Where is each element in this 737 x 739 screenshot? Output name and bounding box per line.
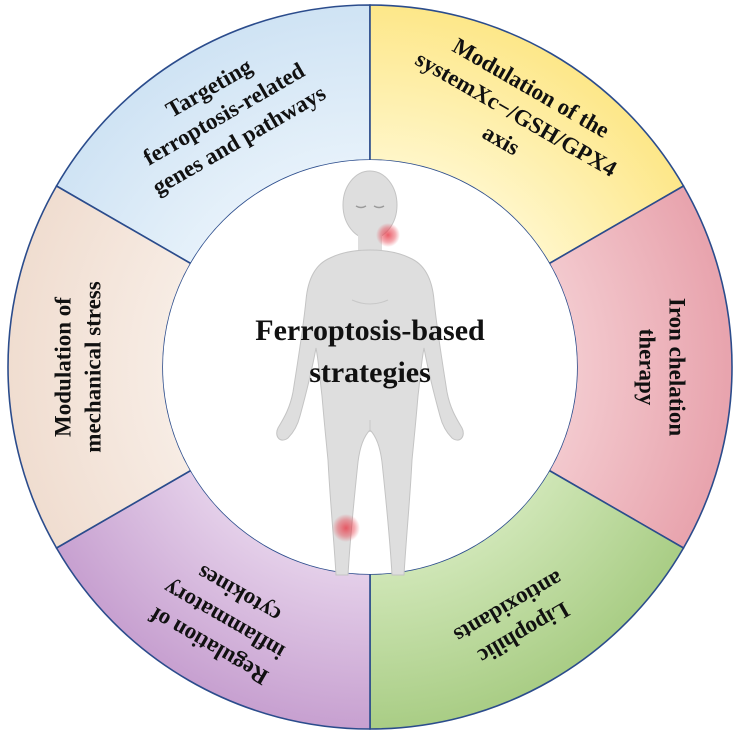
segment-label-line: therapy <box>635 329 660 406</box>
human-body-icon <box>276 170 464 576</box>
inflammation-hotspot-icon <box>332 514 360 542</box>
segment-label-line: Iron chelation <box>665 298 690 436</box>
center-title: Ferroptosis-based <box>255 314 485 347</box>
segment-label-line: mechanical stress <box>80 281 105 452</box>
center-subtitle: strategies <box>309 356 431 389</box>
segment-label-line: Modulation of <box>50 297 75 437</box>
inflammation-hotspot-icon <box>376 223 400 247</box>
